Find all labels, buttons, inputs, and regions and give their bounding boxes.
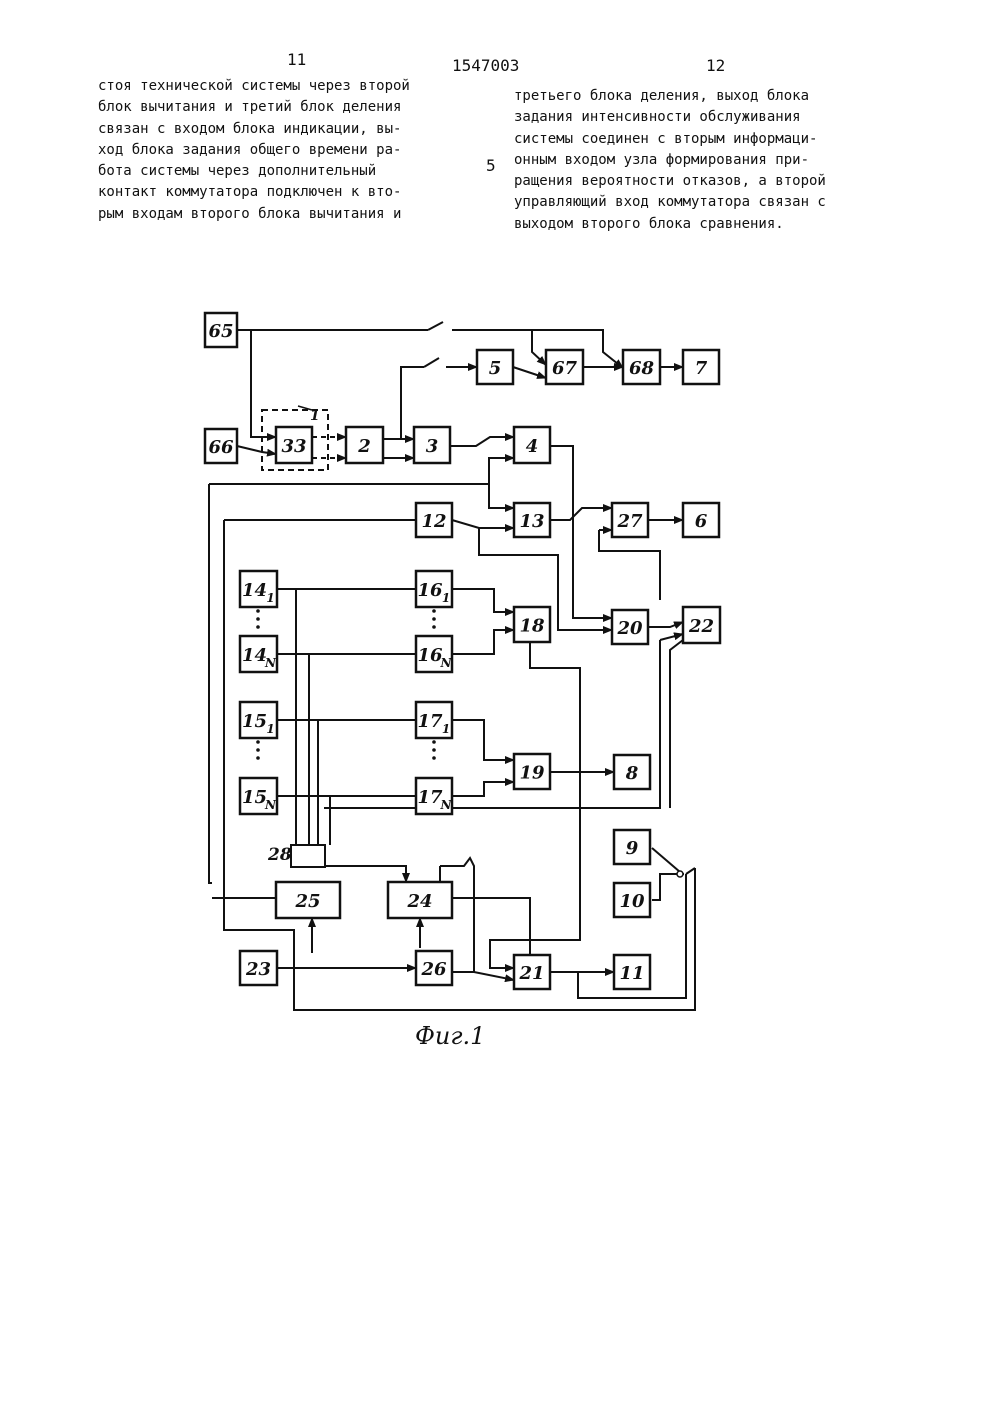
block-label: 3 (426, 436, 439, 457)
block-7: 7 (683, 350, 719, 384)
block-label: 33 (281, 436, 306, 457)
block-20: 20 (612, 610, 648, 644)
block-label: 25 (294, 891, 320, 912)
block-3: 3 (414, 427, 450, 463)
block-5: 5 (477, 350, 513, 384)
block-label: 67 (552, 358, 578, 379)
block-25: 25 (276, 882, 340, 918)
block-12: 12 (416, 503, 452, 537)
block-label: 7 (695, 358, 708, 379)
block-18: 18 (514, 607, 550, 642)
block-26: 26 (416, 951, 452, 985)
block-label: 23 (245, 959, 271, 980)
block-label: 27 (616, 511, 643, 532)
block-subscript: N (440, 656, 453, 670)
block-22: 22 (683, 607, 720, 643)
block-15-1: 151 (240, 702, 277, 738)
block-label: 18 (519, 616, 545, 637)
ellipsis-dot (432, 740, 436, 744)
block-4: 4 (514, 427, 550, 463)
block-label: 14 (242, 580, 267, 601)
block-label: 12 (421, 511, 446, 532)
block-label: 22 (688, 616, 714, 637)
block-10: 10 (614, 883, 650, 917)
block-subscript: 1 (442, 722, 450, 736)
block-9: 9 (614, 830, 650, 864)
ellipsis-dot (432, 748, 436, 752)
ellipsis-dot (432, 609, 436, 613)
block-label: 2 (357, 436, 371, 457)
ellipsis-dot (256, 740, 260, 744)
block-11: 11 (614, 955, 650, 989)
block-label: 17 (417, 787, 443, 808)
block-21: 21 (514, 955, 550, 989)
block-16-N: 16N (416, 636, 453, 672)
block-24: 24 (388, 882, 452, 918)
block-16-1: 161 (416, 571, 452, 607)
block-label: 16 (417, 580, 443, 601)
block-label: 17 (417, 711, 443, 732)
block-27: 27 (612, 503, 648, 537)
block-label: 66 (208, 437, 234, 458)
block-13: 13 (514, 503, 550, 537)
figure-caption: Фиг.1 (415, 1022, 485, 1050)
ellipsis-dot (256, 617, 260, 621)
block-17-1: 171 (416, 702, 452, 738)
block-15-N: 15N (240, 778, 277, 814)
block-label: 8 (625, 763, 639, 784)
block-68: 68 (623, 350, 660, 384)
block-23: 23 (240, 951, 277, 985)
block-label: 14 (242, 645, 267, 666)
block-label: 10 (619, 891, 645, 912)
ellipsis-dot (432, 756, 436, 760)
block-label: 9 (626, 838, 639, 859)
block-17-N: 17N (416, 778, 453, 814)
connector-28 (291, 845, 325, 867)
ellipsis-dot (432, 625, 436, 629)
block-6: 6 (683, 503, 719, 537)
block-label: 24 (406, 891, 432, 912)
block-label: 6 (695, 511, 708, 532)
block-subscript: 1 (266, 591, 274, 605)
block-14-N: 14N (240, 636, 277, 672)
block-19: 19 (514, 754, 550, 789)
block-33: 33 (276, 427, 312, 463)
diagram-label-1: 1 (310, 408, 320, 424)
block-label: 65 (208, 321, 233, 342)
block-subscript: 1 (442, 591, 450, 605)
block-label: 20 (616, 618, 643, 639)
ellipsis-dot (432, 617, 436, 621)
block-65: 65 (205, 313, 237, 347)
block-67: 67 (546, 350, 583, 384)
block-14-1: 141 (240, 571, 277, 607)
block-label: 26 (420, 959, 447, 980)
block-label: 13 (519, 511, 544, 532)
block-label: 68 (629, 358, 655, 379)
block-subscript: N (264, 656, 277, 670)
block-2: 2 (346, 427, 383, 463)
ellipsis-dot (256, 625, 260, 629)
block-8: 8 (614, 755, 650, 789)
diagram-label-28: 28 (267, 845, 292, 865)
block-label: 21 (518, 963, 544, 984)
block-label: 16 (417, 645, 443, 666)
block-label: 15 (242, 787, 267, 808)
block-subscript: N (440, 798, 453, 812)
block-label: 19 (519, 763, 545, 784)
ellipsis-dot (256, 748, 260, 752)
block-label: 11 (619, 963, 644, 984)
block-label: 4 (526, 436, 539, 457)
block-subscript: 1 (266, 722, 274, 736)
block-66: 66 (205, 429, 237, 463)
ellipsis-dot (256, 609, 260, 613)
block-subscript: N (264, 798, 277, 812)
block-label: 15 (242, 711, 267, 732)
block-label: 5 (489, 358, 502, 379)
ellipsis-dot (256, 756, 260, 760)
